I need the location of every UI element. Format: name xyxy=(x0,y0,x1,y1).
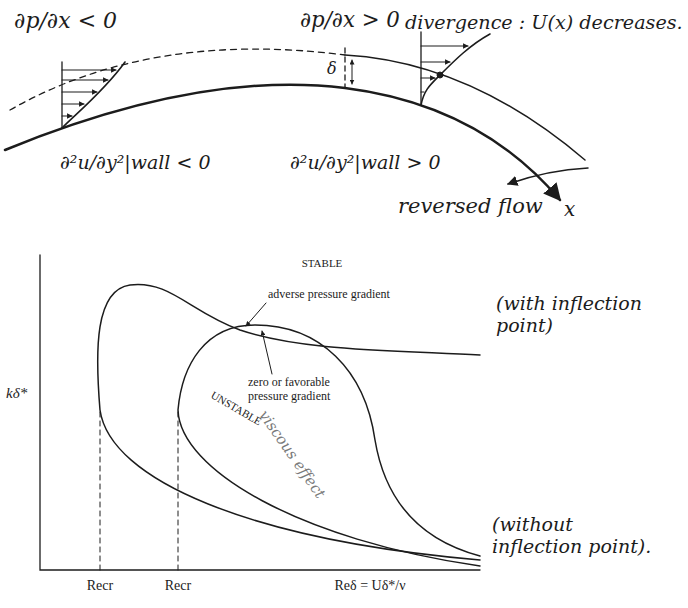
pressure-gradient-note: ∂p/∂x < 0 xyxy=(14,8,117,33)
critical-line xyxy=(100,412,101,570)
axis-label: Reδ = Uδ*/ν xyxy=(335,578,406,594)
axis-tick-label: Recr xyxy=(165,578,191,594)
handwritten-note: viscous effect xyxy=(255,408,328,503)
curve-label: zero or favorable pressure gradient xyxy=(248,376,356,404)
axis-tick-label: Recr xyxy=(87,578,113,594)
inflection-dot xyxy=(437,72,443,78)
boundary-layer-edge xyxy=(10,49,345,110)
velocity-profile xyxy=(421,32,490,105)
pressure-gradient-note: ∂p/∂x > 0 xyxy=(300,8,400,33)
curve-label: adverse pressure gradient xyxy=(268,288,390,302)
separated-streamline xyxy=(345,55,585,160)
curve-note: (without inflection point). xyxy=(492,514,657,558)
thickness-symbol: δ xyxy=(327,60,337,78)
region-label: STABLE xyxy=(302,257,343,270)
axis-name: x xyxy=(564,198,575,221)
neutral-curve xyxy=(98,284,480,560)
neutral-curve xyxy=(178,325,480,566)
axis-label: kδ* xyxy=(6,385,27,402)
divider-line xyxy=(344,48,345,88)
leader-arrow xyxy=(262,331,272,374)
curvature-note: ∂²u/∂y²|wall > 0 xyxy=(290,152,441,174)
reversed-flow-arrow xyxy=(508,168,588,184)
flow-note: reversed flow xyxy=(398,194,543,218)
thickness-arrow xyxy=(352,60,353,84)
curve-note: (with inflection point) xyxy=(496,293,681,337)
flow-note: divergence : U(x) decreases. xyxy=(405,12,683,34)
curvature-note: ∂²u/∂y²|wall < 0 xyxy=(60,152,211,174)
leader-arrow xyxy=(246,303,266,326)
chart-axes xyxy=(40,255,480,570)
velocity-profile xyxy=(62,62,125,128)
critical-line xyxy=(178,412,179,570)
